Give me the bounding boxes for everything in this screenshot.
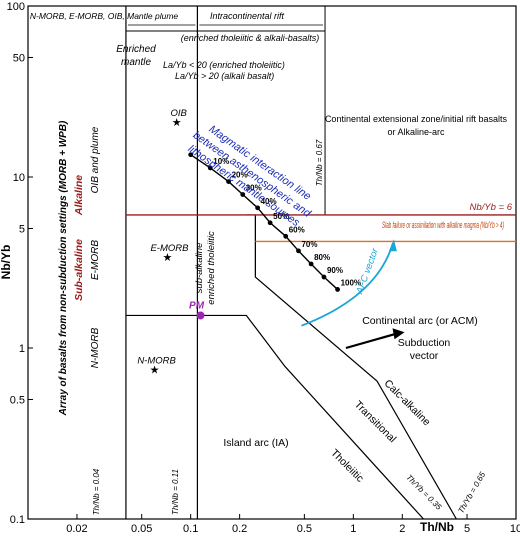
mixing-point-8 bbox=[308, 261, 314, 267]
x-tick-label-4: 0.5 bbox=[297, 523, 312, 535]
enriched-label-1: Enriched bbox=[116, 44, 156, 55]
x-tick-label-6: 2 bbox=[399, 523, 405, 535]
afc-vector-head bbox=[388, 239, 397, 252]
y-tick-label-0: 0.1 bbox=[10, 514, 25, 526]
field-boundaries bbox=[125, 6, 502, 520]
point-marker-2: ★ bbox=[150, 364, 160, 376]
point-label-1: E-MORB bbox=[150, 243, 189, 254]
mixing-point-4 bbox=[255, 205, 261, 211]
axes-frame bbox=[27, 5, 517, 520]
mixing-point-3 bbox=[240, 192, 246, 197]
arc-lower-boundary bbox=[125, 314, 424, 520]
threshold-lines bbox=[125, 214, 516, 243]
x-tick-label-0: 0.02 bbox=[66, 523, 87, 535]
point-marker-1: ★ bbox=[163, 252, 173, 264]
th-nb-004-label: Th/Nb = 0.04 bbox=[92, 468, 101, 515]
mixing-point-0 bbox=[188, 152, 194, 158]
point-marker-0: ★ bbox=[172, 117, 182, 129]
subduction-label-1: Subduction bbox=[398, 337, 451, 349]
mixing-label-9: 90% bbox=[327, 266, 343, 275]
top-rift-sub-label: (enriched tholeiitic & alkali-basalts) bbox=[181, 33, 320, 43]
y-tick-label-6: 100 bbox=[7, 1, 25, 13]
array-label: Array of basalts from non-subduction set… bbox=[58, 120, 69, 416]
mixing-point-2 bbox=[226, 179, 231, 184]
mixing-label-3: 30% bbox=[246, 184, 262, 193]
acm-label: Continental arc (or ACM) bbox=[362, 315, 478, 327]
n-morb-side-label: N-MORB bbox=[90, 327, 101, 368]
axis-titles: Th/Nb Nb/Yb bbox=[0, 245, 454, 534]
nb-yb-6-label: Nb/Yb = 6 bbox=[469, 202, 512, 213]
lay-label-1: La/Yb < 20 (enriched tholeiitic) bbox=[163, 60, 285, 70]
mixing-label-7: 70% bbox=[301, 240, 317, 249]
mixing-point-7 bbox=[296, 248, 301, 254]
th-nb-067-label: Th/Nb = 0.67 bbox=[315, 139, 324, 186]
x-tick-label-8: 10 bbox=[510, 523, 520, 535]
alkaline-label: Alkaline bbox=[73, 175, 85, 216]
slab-failure-label: Slab failure or assimilation with alkali… bbox=[382, 220, 504, 230]
x-tick-label-7: 5 bbox=[464, 523, 470, 535]
th-nb-011-label: Th/Nb = 0.11 bbox=[171, 469, 180, 515]
mixing-label-8: 80% bbox=[314, 253, 330, 262]
afc-vector-arrow bbox=[301, 242, 394, 327]
mixing-label-10: 100% bbox=[341, 278, 361, 287]
mixing-label-2: 20% bbox=[232, 171, 248, 180]
vectors bbox=[301, 239, 405, 350]
mixing-point-1 bbox=[207, 165, 213, 171]
continental-label-1: Continental extensional zone/initial rif… bbox=[325, 114, 508, 124]
mixing-label-6: 60% bbox=[289, 225, 305, 234]
point-label-0: OIB bbox=[170, 108, 187, 119]
mixing-line: 10%20% 30% 40% 50%60% 70% 80% 90% 100% bbox=[188, 152, 361, 292]
x-tick-label-1: 0.05 bbox=[131, 523, 152, 535]
subalk-enriched-label-2: enriched tholeiitic bbox=[206, 231, 217, 305]
mixing-label-5: 50% bbox=[273, 212, 289, 221]
x-tick-label-5: 1 bbox=[350, 523, 356, 535]
x-tick-label-3: 0.2 bbox=[232, 523, 247, 535]
x-axis-title: Th/Nb bbox=[420, 520, 454, 534]
y-tick-label-1: 0.5 bbox=[10, 394, 25, 406]
y-tick-label-5: 50 bbox=[13, 52, 25, 64]
y-tick-label-4: 10 bbox=[13, 172, 25, 184]
continental-label-2: or Alkaline-arc bbox=[387, 127, 445, 137]
subduction-vector-arrow bbox=[345, 333, 395, 350]
y-tick-label-3: 5 bbox=[19, 223, 25, 235]
enriched-label-2: mantle bbox=[121, 57, 151, 68]
island-arc-label: Island arc (IA) bbox=[223, 437, 288, 449]
subduction-label-2: vector bbox=[410, 350, 439, 362]
lay-label-2: La/Yb > 20 (alkali basalt) bbox=[175, 71, 274, 81]
mixing-label-1: 10% bbox=[213, 157, 229, 166]
axis-ticks: 0.02 0.05 0.1 0.2 0.5 1 2 5 10 0.1 0.5 1 5 10 50 100 bbox=[7, 1, 520, 535]
point-label-2: N-MORB bbox=[137, 355, 176, 366]
e-morb-side-label: E-MORB bbox=[90, 240, 101, 280]
mixing-point-6 bbox=[283, 233, 289, 239]
mixing-point-5 bbox=[267, 220, 273, 226]
top-rift-label: Intracontinental rift bbox=[210, 11, 285, 21]
subduction-vector-head bbox=[392, 328, 405, 340]
mixing-point-9 bbox=[321, 274, 327, 280]
subalkaline-label: Sub-alkaline bbox=[73, 239, 85, 301]
mixing-point-10 bbox=[335, 287, 340, 292]
mixing-label-4: 40% bbox=[261, 197, 277, 206]
oib-plume-label: OIB and plume bbox=[90, 126, 101, 193]
top-nmorb-label: N-MORB, E-MORB, OIB, Mantle plume bbox=[30, 11, 179, 21]
point-pm-label: PM bbox=[189, 300, 205, 311]
subalk-enriched-label-1: sub-alkaline bbox=[194, 243, 205, 294]
point-pm bbox=[196, 311, 205, 320]
x-tick-label-2: 0.1 bbox=[183, 523, 198, 535]
y-tick-label-2: 1 bbox=[19, 343, 25, 355]
y-axis-title: Nb/Yb bbox=[0, 245, 13, 280]
